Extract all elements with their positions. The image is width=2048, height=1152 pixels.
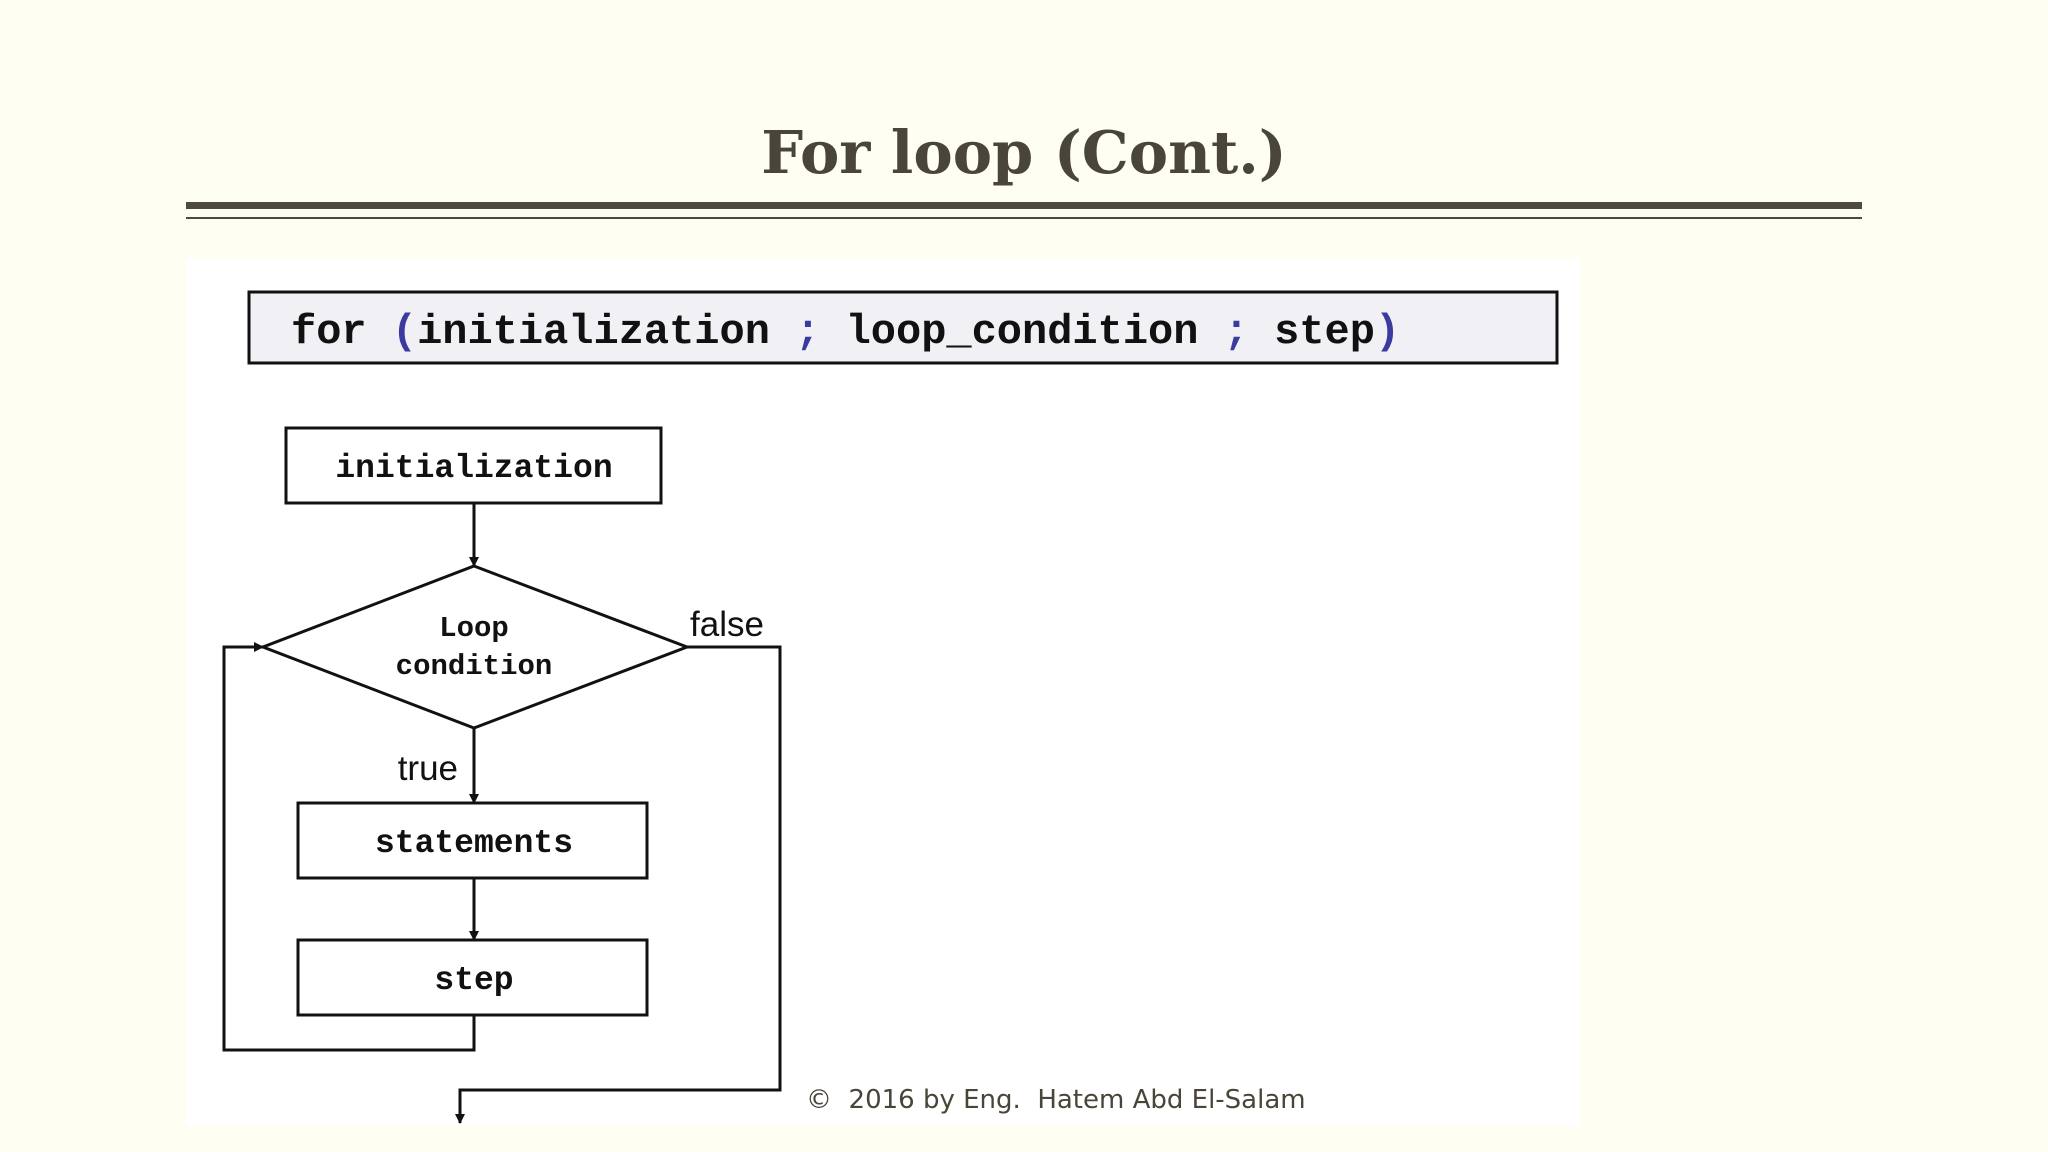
false-label: false [690,605,764,644]
step-label: step [434,962,513,999]
for-loop-diagram: for (initialization ; loop_condition ; s… [222,290,1559,1124]
syntax-semicolon-2: ; [1224,308,1249,356]
loop-back-line [222,642,476,1052]
syntax-loop-condition: loop_condition [846,308,1199,356]
syntax-line: for (initialization ; loop_condition ; s… [291,308,1400,356]
syntax-box [247,290,1559,365]
slide-title: For loop (Cont.) [761,118,1287,187]
title-rule-thick [186,202,1862,209]
statements-box [296,801,649,880]
for-loop-figure: for (initialization ; loop_condition ; s… [186,258,1580,1126]
syntax-close-paren: ) [1375,308,1400,356]
copyright-footer: © 2016 by Eng. Hatem Abd El-Salam [806,1085,1306,1115]
title-rule-thin [186,217,1862,219]
syntax-initialization: initialization [417,308,770,356]
syntax-semicolon-1: ; [795,308,820,356]
loop-condition-diamond [258,564,692,730]
syntax-keyword-for: for [291,308,367,356]
condition-label-line2: condition [396,650,553,683]
condition-label-line1: Loop [439,612,509,645]
true-label: true [398,749,458,788]
initialization-label: initialization [335,450,612,487]
syntax-step: step [1274,308,1375,356]
syntax-open-paren: ( [392,308,417,356]
false-branch-line [455,645,782,1124]
initialization-box [284,426,663,505]
statements-label: statements [375,825,573,862]
